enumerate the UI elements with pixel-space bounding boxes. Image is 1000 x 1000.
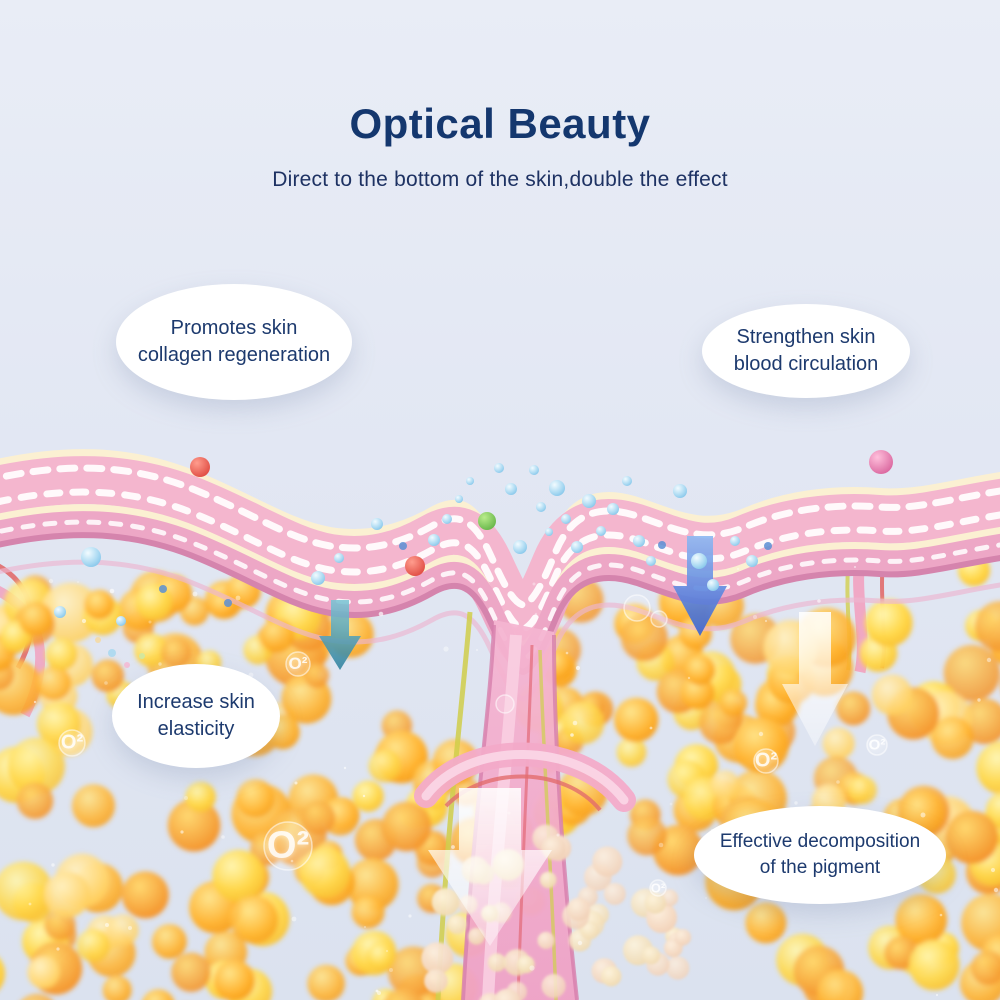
sparkle-dots bbox=[28, 566, 999, 997]
oxygen-marker-4: O² bbox=[754, 749, 778, 772]
callout-skin-elasticity: Increase skin elasticity bbox=[112, 664, 280, 768]
callout-text: elasticity bbox=[157, 718, 235, 740]
callout-text: Promotes skin bbox=[170, 317, 298, 339]
arrow-down-white-right bbox=[782, 612, 848, 746]
callout-blood-circulation: Strengthen skin blood circulation bbox=[702, 304, 910, 398]
molecule-bubbles bbox=[54, 450, 893, 626]
page-subtitle: Direct to the bottom of the skin,double … bbox=[272, 168, 728, 191]
oxygen-bubble-rings bbox=[58, 594, 888, 897]
arrow-down-teal bbox=[319, 600, 361, 670]
callout-text: Increase skin bbox=[137, 691, 255, 713]
oxygen-marker-3: O² bbox=[266, 824, 310, 867]
arrow-down-blue bbox=[673, 536, 727, 636]
oxygen-marker-1: O² bbox=[288, 654, 308, 673]
arrows bbox=[319, 536, 848, 946]
callout-text: of the pigment bbox=[759, 857, 881, 878]
callout-text: collagen regeneration bbox=[137, 344, 331, 366]
oxygen-marker-2: O² bbox=[60, 731, 84, 754]
arrow-down-white-center bbox=[428, 788, 552, 946]
page-title: Optical Beauty bbox=[349, 100, 651, 147]
callout-text: Effective decomposition bbox=[719, 831, 921, 853]
oxygen-marker-5: O² bbox=[868, 736, 886, 754]
callout-pigment-decomposition: Effective decomposition of the pigment bbox=[694, 806, 946, 904]
oxygen-marker-6: O² bbox=[650, 880, 666, 896]
callout-collagen-regeneration: Promotes skin collagen regeneration bbox=[116, 284, 352, 400]
callout-text: blood circulation bbox=[733, 353, 879, 375]
callout-text: Strengthen skin bbox=[736, 326, 876, 348]
